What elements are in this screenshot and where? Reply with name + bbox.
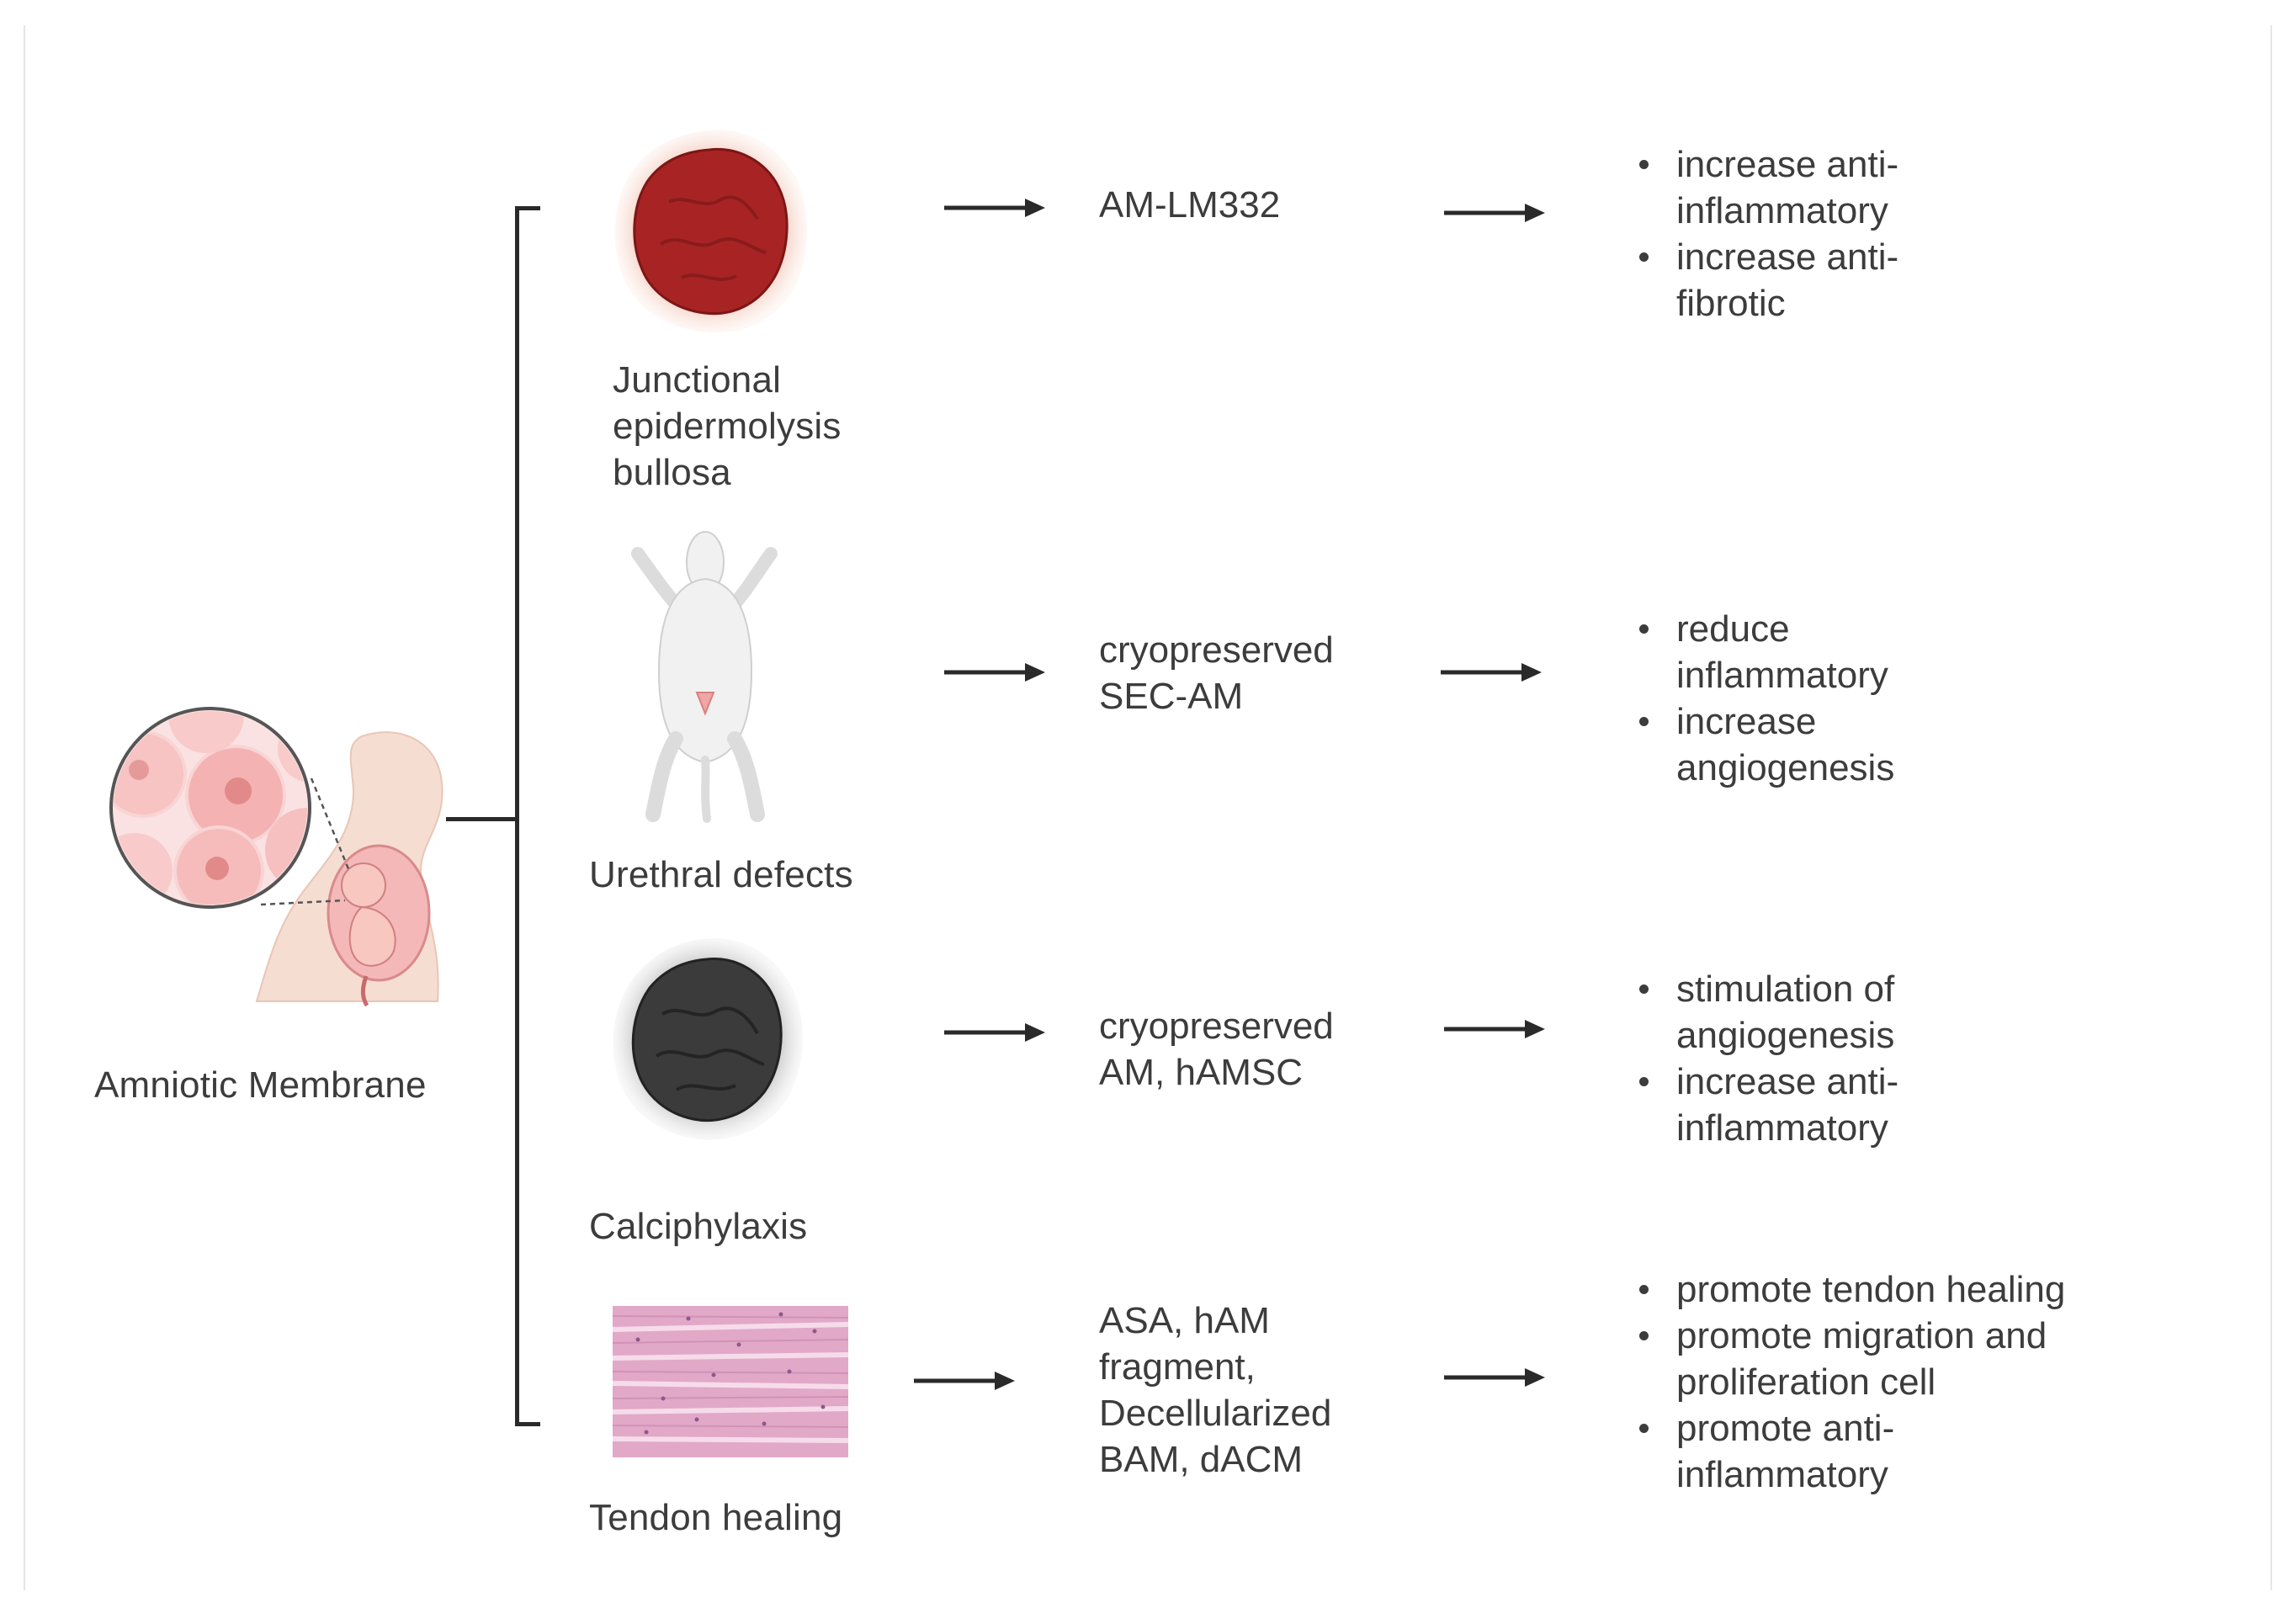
bullet-icon xyxy=(1639,1331,1649,1340)
row-1-condition: Junctional epidermolysis bullosa xyxy=(613,357,842,496)
row-3-outcome-1-line-1: stimulation of xyxy=(1676,969,1895,1010)
red-wound-icon xyxy=(614,130,808,333)
bullet-icon xyxy=(1639,1077,1649,1086)
row-4-condition: Tendon healing xyxy=(589,1494,842,1541)
row-4-outcome-3-line-1: promote anti- xyxy=(1676,1408,1895,1449)
row-3-treatment-line-2: AM, hAMSC xyxy=(1099,1052,1304,1093)
tendon-tissue-icon xyxy=(613,1306,848,1457)
row-3-arrow-to-treatment xyxy=(944,1023,1045,1042)
row-1-outcome-2-line-2: fibrotic xyxy=(1676,283,1786,324)
row-4-outcome-2: promote migration and proliferation cell xyxy=(1634,1313,2065,1405)
row-4-outcome-3-line-2: inflammatory xyxy=(1676,1454,1888,1495)
row-1-outcome-2-line-1: increase anti- xyxy=(1676,236,1899,278)
row-4-condition-line-1: Tendon healing xyxy=(589,1497,843,1538)
row-2-condition: Urethral defects xyxy=(589,852,853,898)
frame-left-edge xyxy=(24,25,25,1590)
row-3-outcome-2-line-2: inflammatory xyxy=(1676,1107,1888,1149)
row-2-outcome-2-line-2: angiogenesis xyxy=(1676,747,1895,788)
row-4-outcomes: promote tendon healing promote migration… xyxy=(1634,1266,2065,1498)
row-2-treatment-line-1: cryopreserved xyxy=(1099,629,1334,671)
row-2-treatment-line-2: SEC-AM xyxy=(1099,676,1244,717)
row-1-condition-line-1: Junctional xyxy=(613,359,782,401)
row-3-treatment: cryopreserved AM, hAMSC xyxy=(1099,1003,1402,1096)
row-1-outcomes: increase anti- inflammatory increase ant… xyxy=(1634,141,1898,326)
row-1-outcome-1: increase anti- inflammatory xyxy=(1634,141,1898,234)
row-2-condition-line-1: Urethral defects xyxy=(589,854,853,895)
row-3-outcome-2: increase anti- inflammatory xyxy=(1634,1059,1898,1151)
row-3-outcome-1: stimulation of angiogenesis xyxy=(1634,966,1898,1059)
row-3-condition: Calciphylaxis xyxy=(589,1203,807,1250)
row-4-arrow-to-outcomes xyxy=(1444,1368,1545,1387)
row-4-treatment-line-4: BAM, dACM xyxy=(1099,1439,1304,1480)
row-4-treatment-line-1: ASA, hAM xyxy=(1099,1300,1270,1341)
bullet-icon xyxy=(1639,160,1649,169)
branch-bracket xyxy=(515,206,540,1426)
bullet-icon xyxy=(1639,984,1649,994)
necrotic-wound-icon xyxy=(613,937,804,1140)
row-4-outcome-1: promote tendon healing xyxy=(1634,1266,2065,1313)
row-2-treatment: cryopreserved SEC-AM xyxy=(1099,627,1402,719)
bullet-icon xyxy=(1639,717,1649,726)
row-1-treatment-line-1: AM-LM332 xyxy=(1099,184,1281,226)
row-2-outcomes: reduce inflammatory increase angiogenesi… xyxy=(1634,606,1894,791)
rat-model-icon xyxy=(631,531,778,823)
row-3-condition-line-1: Calciphylaxis xyxy=(589,1206,808,1247)
row-4-outcome-3: promote anti- inflammatory xyxy=(1634,1405,2065,1498)
bullet-icon xyxy=(1639,624,1649,634)
row-4-outcome-2-line-2: proliferation cell xyxy=(1676,1361,1936,1403)
row-3-treatment-line-1: cryopreserved xyxy=(1099,1006,1334,1047)
row-2-outcome-2: increase angiogenesis xyxy=(1634,698,1894,791)
row-2-outcome-1-line-2: inflammatory xyxy=(1676,655,1888,696)
row-2-outcome-1: reduce inflammatory xyxy=(1634,606,1894,698)
bullet-icon xyxy=(1639,252,1649,262)
row-1-treatment: AM-LM332 xyxy=(1099,182,1402,228)
row-4-treatment-line-2: fragment, xyxy=(1099,1346,1256,1388)
row-4-outcome-1-line-1: promote tendon healing xyxy=(1676,1269,2066,1310)
row-1-arrow-to-outcomes xyxy=(1444,204,1545,222)
bullet-icon xyxy=(1639,1424,1649,1433)
row-1-outcome-1-line-1: increase anti- xyxy=(1676,144,1899,185)
source-connector-line xyxy=(446,817,515,821)
row-2-arrow-to-outcomes xyxy=(1441,663,1542,682)
frame-right-edge xyxy=(2270,25,2272,1590)
row-3-outcome-1-line-2: angiogenesis xyxy=(1676,1015,1895,1056)
amniotic-membrane-icon xyxy=(109,707,443,1007)
row-1-condition-line-3: bullosa xyxy=(613,452,731,493)
row-1-outcome-1-line-2: inflammatory xyxy=(1676,190,1888,231)
row-3-outcome-2-line-1: increase anti- xyxy=(1676,1061,1899,1102)
row-1-condition-line-2: epidermolysis xyxy=(613,406,842,447)
row-2-arrow-to-treatment xyxy=(944,663,1045,682)
row-4-outcome-2-line-1: promote migration and xyxy=(1676,1315,2047,1356)
source-label: Amniotic Membrane xyxy=(94,1064,427,1106)
row-4-treatment: ASA, hAM fragment, Decellularized BAM, d… xyxy=(1099,1298,1402,1483)
bullet-icon xyxy=(1639,1285,1649,1294)
row-3-outcomes: stimulation of angiogenesis increase ant… xyxy=(1634,966,1898,1151)
row-4-treatment-line-3: Decellularized xyxy=(1099,1393,1332,1434)
row-3-arrow-to-outcomes xyxy=(1444,1020,1545,1038)
row-2-outcome-1-line-1: reduce xyxy=(1676,608,1790,650)
row-1-outcome-2: increase anti- fibrotic xyxy=(1634,234,1898,326)
row-2-outcome-2-line-1: increase xyxy=(1676,701,1817,742)
row-4-arrow-to-treatment xyxy=(914,1372,1015,1390)
row-1-arrow-to-treatment xyxy=(944,199,1045,217)
